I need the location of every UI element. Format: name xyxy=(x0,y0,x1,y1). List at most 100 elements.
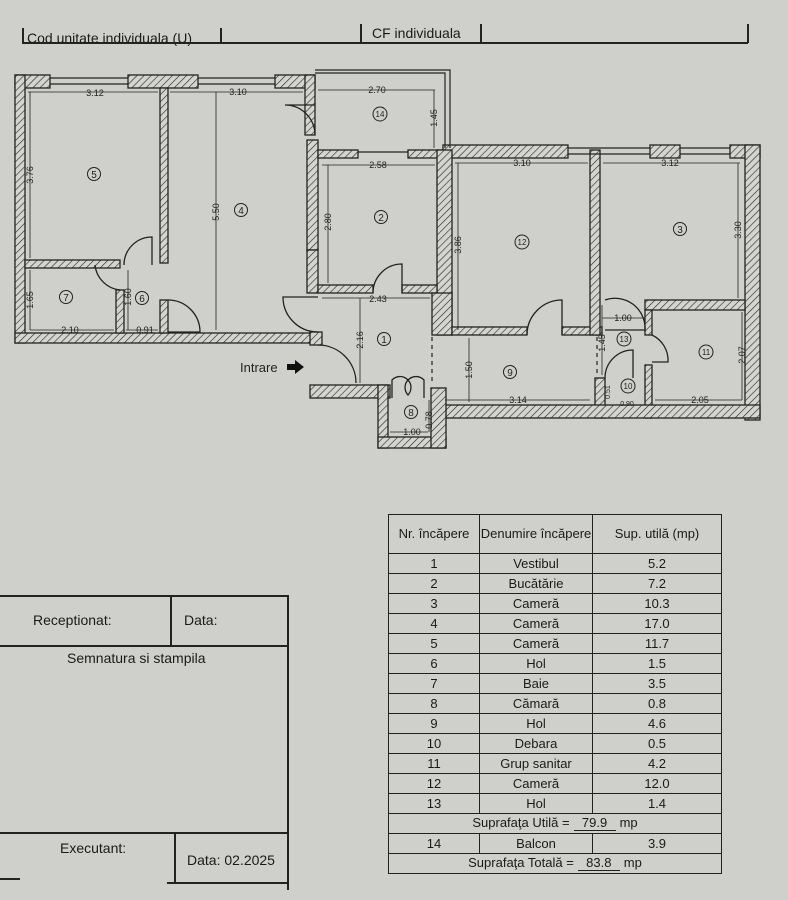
cell-nr: 11 xyxy=(388,753,480,774)
cell-area: 17.0 xyxy=(592,613,722,634)
dim-label: 0.91 xyxy=(136,325,154,335)
dim-label: 2.07 xyxy=(737,346,747,364)
cell-name: Hol xyxy=(479,653,593,674)
data-label: Data: xyxy=(184,612,218,628)
semnatura-label: Semnatura si stampila xyxy=(67,650,206,666)
cell-nr: 2 xyxy=(388,573,480,594)
cell-area: 11.7 xyxy=(592,633,722,654)
dim-label: 2.16 xyxy=(355,331,365,349)
cf-label: CF individuala xyxy=(372,25,461,41)
room-marker-2: 2 xyxy=(374,210,388,224)
cell-nr: 1 xyxy=(388,553,480,574)
svg-text:14: 14 xyxy=(376,110,385,119)
cell-area: 1.4 xyxy=(592,793,722,814)
entrance-arrow-icon xyxy=(287,360,304,374)
cell-nr: 13 xyxy=(388,793,480,814)
dim-label: 3.12 xyxy=(86,88,104,98)
table-header-row: Nr. încăpere Denumire încăpere Sup. util… xyxy=(388,514,722,554)
column-header: Sup. utilă (mp) xyxy=(592,514,722,554)
cell-area: 0.8 xyxy=(592,693,722,714)
useful-area-row-value: 79.9 xyxy=(573,816,616,831)
divider xyxy=(174,833,176,883)
cell-area: 7.2 xyxy=(592,573,722,594)
room-marker-9: 9 xyxy=(503,365,517,379)
divider xyxy=(0,595,288,597)
useful-area-row-label: Suprafaţa Utilă = xyxy=(472,815,570,830)
executant-date: Data: 02.2025 xyxy=(187,852,275,868)
dim-label: 0.51 xyxy=(605,385,612,399)
cell-area: 4.2 xyxy=(592,753,722,774)
svg-text:6: 6 xyxy=(139,294,145,305)
cell-name: Cameră xyxy=(479,593,593,614)
header-underline xyxy=(22,42,748,44)
dim-label: 3.10 xyxy=(513,158,531,168)
dim-label: 0.78 xyxy=(424,411,434,429)
cell-nr: 6 xyxy=(388,653,480,674)
cell-name: Cameră xyxy=(479,633,593,654)
doors xyxy=(94,104,669,398)
divider xyxy=(0,645,288,647)
cell-area: 3.5 xyxy=(592,673,722,694)
cell-nr: 4 xyxy=(388,613,480,634)
svg-text:3: 3 xyxy=(677,225,683,236)
total-area-row-label: Suprafaţa Totală = xyxy=(468,855,574,870)
dim-label: 0.90 xyxy=(620,401,634,408)
header-divider xyxy=(360,24,362,42)
total-area-row-value: 83.8 xyxy=(577,856,620,871)
cell-area: 3.9 xyxy=(592,833,722,854)
room-marker-8: 8 xyxy=(404,405,418,419)
cell-name: Vestibul xyxy=(479,553,593,574)
cell-area: 10.3 xyxy=(592,593,722,614)
dim-label: 1.50 xyxy=(464,361,474,379)
svg-text:13: 13 xyxy=(620,335,629,344)
room-marker-5: 5 xyxy=(87,167,101,181)
svg-text:7: 7 xyxy=(63,293,69,304)
dim-label: 2.05 xyxy=(691,395,709,405)
room-markers: 1 2 3 4 5 6 7 8 9 10 11 12 13 14 xyxy=(59,106,714,419)
header-divider xyxy=(480,24,482,42)
cell-area: 12.0 xyxy=(592,773,722,794)
dim-label: 1.45 xyxy=(597,334,607,352)
svg-text:12: 12 xyxy=(518,238,527,247)
rooms-table: Nr. încăpere Denumire încăpere Sup. util… xyxy=(388,514,722,874)
svg-text:11: 11 xyxy=(702,348,711,357)
cell-area: 4.6 xyxy=(592,713,722,734)
header-divider xyxy=(220,28,222,44)
receptionat-label: Receptionat: xyxy=(33,612,112,628)
dim-label: 1.00 xyxy=(403,427,421,437)
total-area-row-unit: mp xyxy=(623,855,642,870)
room-marker-12: 12 xyxy=(514,234,530,250)
cell-name: Cameră xyxy=(479,773,593,794)
dim-label: 2.70 xyxy=(368,85,386,95)
svg-text:4: 4 xyxy=(238,206,244,217)
dim-label: 3.76 xyxy=(25,166,35,184)
useful-area-row-unit: mp xyxy=(619,815,638,830)
cell-nr: 12 xyxy=(388,773,480,794)
dim-label: 5.50 xyxy=(211,203,221,221)
svg-text:5: 5 xyxy=(91,170,97,181)
entrance-label: Intrare xyxy=(240,360,278,375)
cell-name: Bucătărie xyxy=(479,573,593,594)
room-marker-13: 13 xyxy=(616,331,632,347)
room-marker-14: 14 xyxy=(372,106,388,122)
divider xyxy=(287,595,289,890)
cell-area: 1.5 xyxy=(592,653,722,674)
balcony-railing xyxy=(50,69,730,155)
dim-label: 1.45 xyxy=(429,109,439,127)
cell-name: Balcon xyxy=(479,833,593,854)
room-marker-7: 7 xyxy=(59,290,73,304)
cell-nr: 5 xyxy=(388,633,480,654)
dimension-labels: 3.12 3.10 2.70 2.58 3.10 3.12 2.10 0.91 … xyxy=(25,85,747,437)
